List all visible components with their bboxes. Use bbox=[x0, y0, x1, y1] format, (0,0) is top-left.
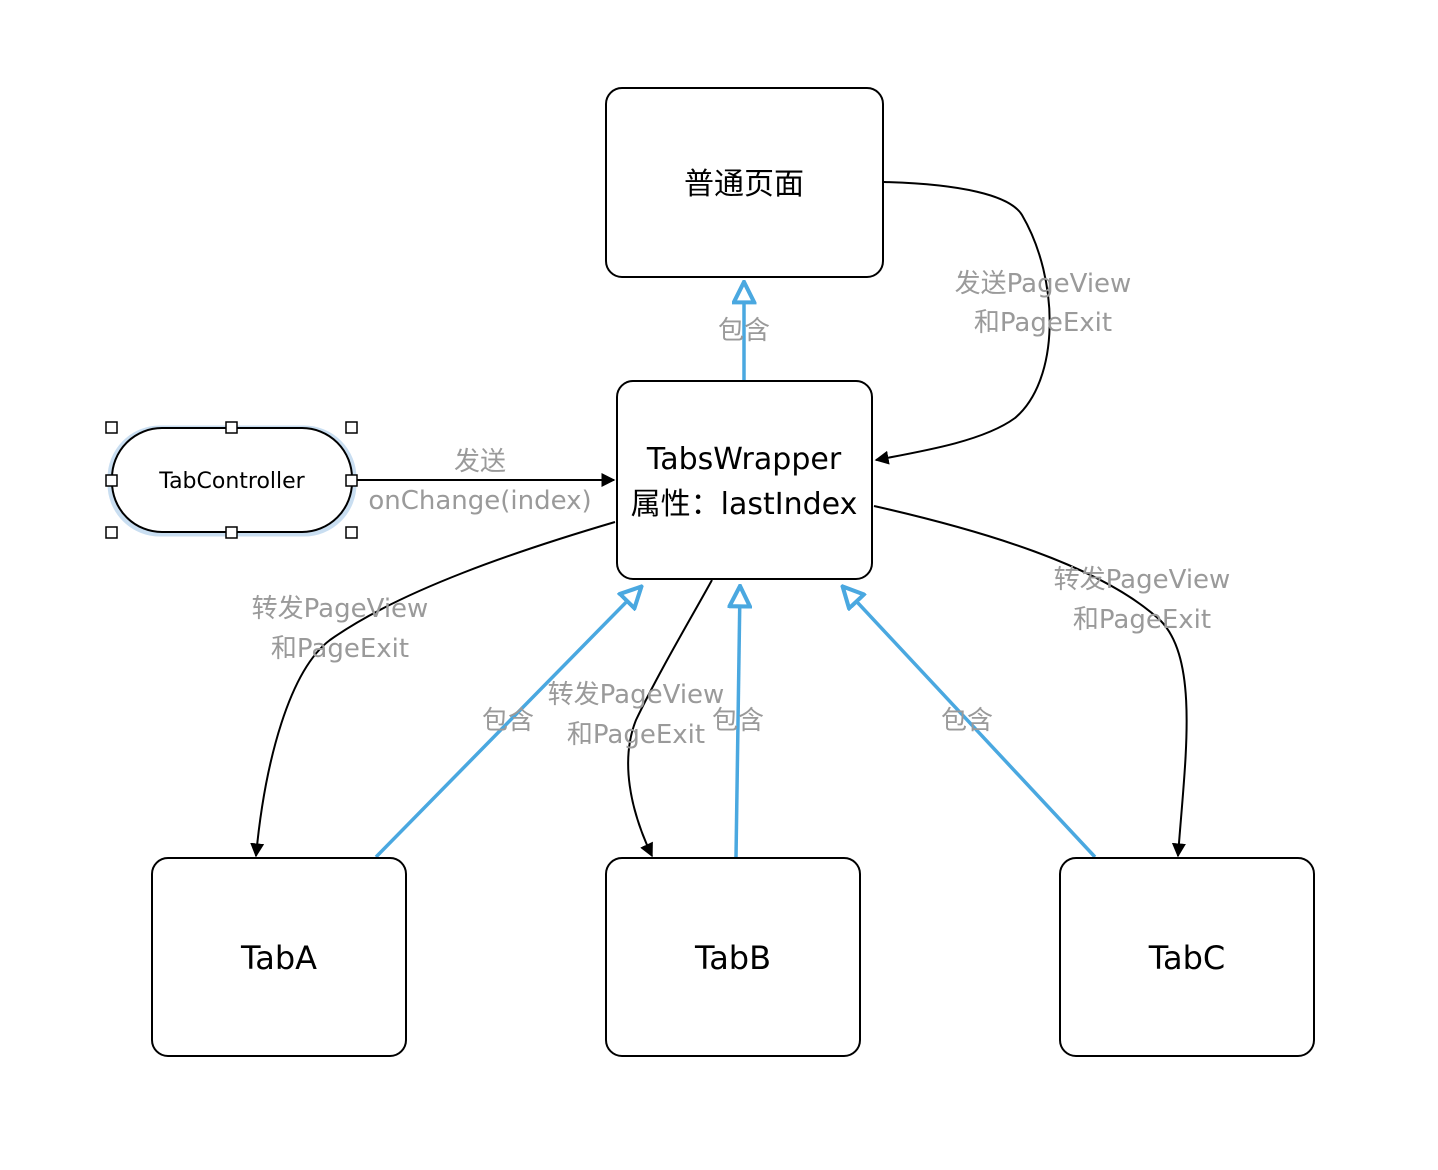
node-tab-controller-label: TabController bbox=[158, 469, 305, 494]
label-forward-c-line2: 和PageExit bbox=[1073, 605, 1211, 635]
label-wrapper-contains-page: 包含 bbox=[718, 316, 770, 346]
edge-page-to-wrapper bbox=[874, 181, 1051, 465]
edge-taba-contains bbox=[374, 588, 640, 859]
node-tab-a-label: TabA bbox=[240, 939, 317, 977]
label-taba-contains: 包含 bbox=[482, 706, 534, 736]
edge-wrapper-to-tabb bbox=[627, 579, 713, 858]
node-normal-page-label: 普通页面 bbox=[684, 167, 804, 202]
label-forward-b-line2: 和PageExit bbox=[567, 720, 705, 750]
label-page-send-line1: 发送PageView bbox=[955, 269, 1132, 299]
node-tabs-wrapper[interactable]: TabsWrapper 属性：lastIndex bbox=[616, 380, 873, 580]
label-forward-a-line1: 转发PageView bbox=[252, 594, 429, 624]
label-controller-send-line2: onChange(index) bbox=[368, 486, 591, 516]
node-normal-page[interactable]: 普通页面 bbox=[605, 87, 884, 278]
node-tab-controller[interactable]: TabController bbox=[105, 421, 358, 539]
label-tabb-contains: 包含 bbox=[712, 706, 764, 736]
label-page-send-line2: 和PageExit bbox=[974, 308, 1112, 338]
edge-tabb-contains bbox=[736, 588, 740, 858]
edge-wrapper-to-tabc bbox=[873, 505, 1188, 858]
node-tabs-wrapper-title: TabsWrapper bbox=[646, 442, 842, 477]
edge-tabc-contains bbox=[844, 588, 1097, 859]
selection-handles[interactable] bbox=[105, 421, 358, 539]
node-tabs-wrapper-property: 属性：lastIndex bbox=[631, 487, 858, 522]
edge-wrapper-to-taba bbox=[250, 521, 616, 858]
label-forward-b-line1: 转发PageView bbox=[548, 680, 725, 710]
node-tab-a[interactable]: TabA bbox=[151, 857, 407, 1057]
label-forward-a-line2: 和PageExit bbox=[271, 634, 409, 664]
label-forward-c-line1: 转发PageView bbox=[1054, 565, 1231, 595]
node-tab-b[interactable]: TabB bbox=[605, 857, 861, 1057]
node-tab-b-label: TabB bbox=[694, 939, 771, 977]
node-tab-c-label: TabC bbox=[1148, 939, 1226, 977]
node-tab-c[interactable]: TabC bbox=[1059, 857, 1315, 1057]
label-controller-send-line1: 发送 bbox=[454, 447, 506, 477]
label-tabc-contains: 包含 bbox=[941, 706, 993, 736]
